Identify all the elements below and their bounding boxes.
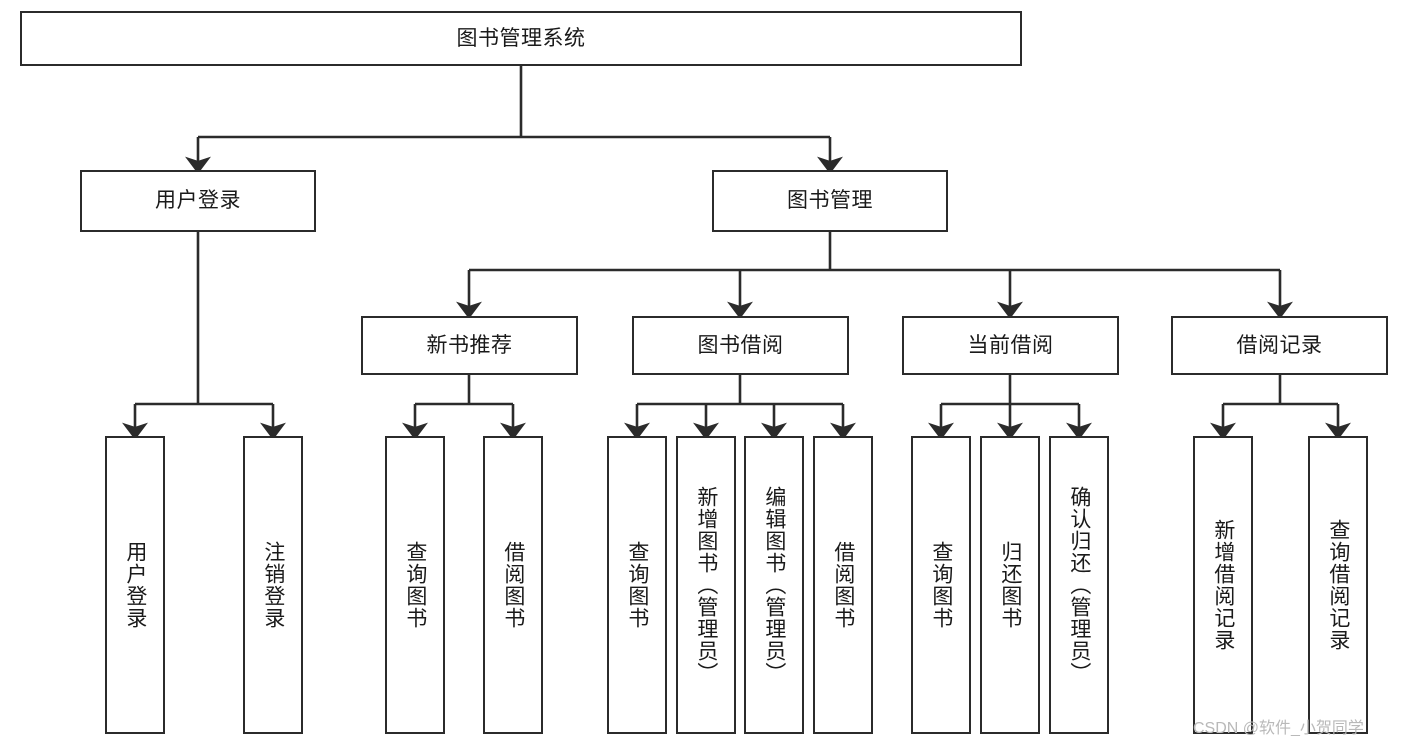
node-leaf-return-book-label: 归还图书 <box>998 541 1022 629</box>
node-user-login[interactable]: 用户登录 <box>80 170 316 232</box>
node-leaf-edit-book-label: 编辑图书（管理员） <box>762 486 786 684</box>
node-leaf-query-record[interactable]: 查询借阅记录 <box>1308 436 1368 734</box>
node-leaf-add-record-label: 新增借阅记录 <box>1211 519 1235 651</box>
node-leaf-query-book-1[interactable]: 查询图书 <box>385 436 445 734</box>
node-new-book-recommend-label: 新书推荐 <box>426 333 513 357</box>
node-leaf-query-book-3-label: 查询图书 <box>929 541 953 629</box>
node-leaf-query-book-2[interactable]: 查询图书 <box>607 436 667 734</box>
node-book-management-label: 图书管理 <box>787 189 873 213</box>
node-leaf-query-book-3[interactable]: 查询图书 <box>911 436 971 734</box>
node-current-borrow-label: 当前借阅 <box>967 333 1054 357</box>
node-leaf-borrow-book-2[interactable]: 借阅图书 <box>813 436 873 734</box>
node-root-system-label: 图书管理系统 <box>456 26 586 50</box>
node-leaf-confirm-return[interactable]: 确认归还（管理员） <box>1049 436 1109 734</box>
node-leaf-add-book-label: 新增图书（管理员） <box>694 486 718 684</box>
node-leaf-logout-login-label: 注销登录 <box>261 541 285 629</box>
node-book-management[interactable]: 图书管理 <box>712 170 948 232</box>
node-leaf-query-book-1-label: 查询图书 <box>403 541 427 629</box>
node-book-borrow[interactable]: 图书借阅 <box>632 316 849 375</box>
node-user-login-label: 用户登录 <box>155 189 241 213</box>
node-leaf-borrow-book-1[interactable]: 借阅图书 <box>483 436 543 734</box>
node-leaf-add-record[interactable]: 新增借阅记录 <box>1193 436 1253 734</box>
node-leaf-user-login-label: 用户登录 <box>123 541 147 629</box>
node-current-borrow[interactable]: 当前借阅 <box>902 316 1119 375</box>
node-leaf-add-book[interactable]: 新增图书（管理员） <box>676 436 736 734</box>
node-book-borrow-label: 图书借阅 <box>697 333 784 357</box>
node-leaf-query-record-label: 查询借阅记录 <box>1326 519 1350 651</box>
node-leaf-return-book[interactable]: 归还图书 <box>980 436 1040 734</box>
node-borrow-record[interactable]: 借阅记录 <box>1171 316 1388 375</box>
node-new-book-recommend[interactable]: 新书推荐 <box>361 316 578 375</box>
node-leaf-edit-book[interactable]: 编辑图书（管理员） <box>744 436 804 734</box>
node-leaf-borrow-book-2-label: 借阅图书 <box>831 541 855 629</box>
node-leaf-query-book-2-label: 查询图书 <box>625 541 649 629</box>
node-leaf-borrow-book-1-label: 借阅图书 <box>501 541 525 629</box>
node-leaf-user-login[interactable]: 用户登录 <box>105 436 165 734</box>
node-borrow-record-label: 借阅记录 <box>1236 333 1323 357</box>
node-leaf-confirm-return-label: 确认归还（管理员） <box>1067 486 1091 684</box>
node-leaf-logout-login[interactable]: 注销登录 <box>243 436 303 734</box>
node-root-system[interactable]: 图书管理系统 <box>20 11 1022 66</box>
